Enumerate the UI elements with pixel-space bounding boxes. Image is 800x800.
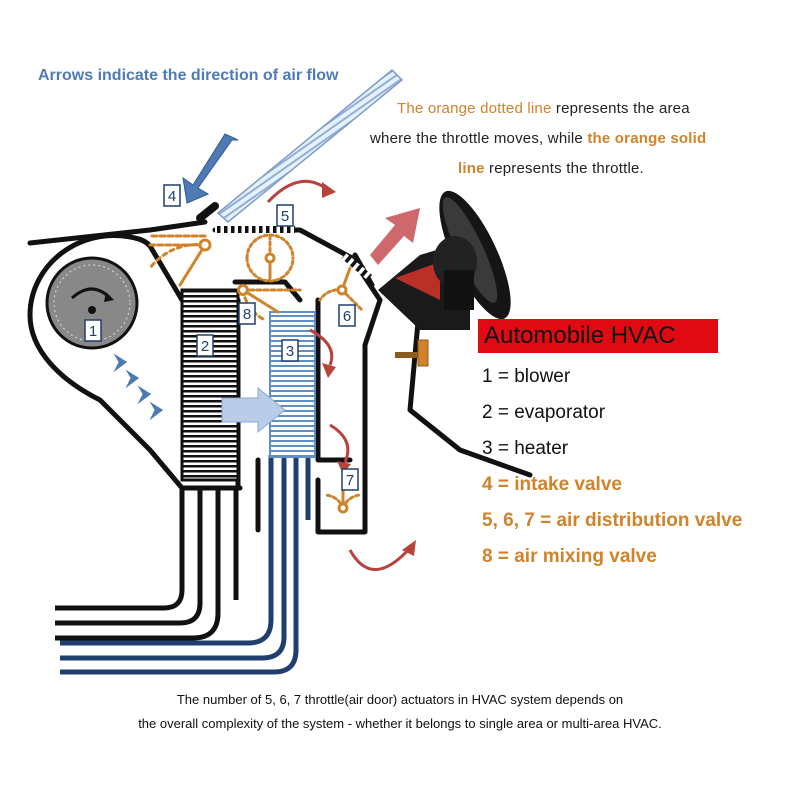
legend-item-mixing-valve: 8 = air mixing valve — [482, 546, 657, 567]
steering-wheel — [378, 190, 511, 330]
legend-item-distribution-valve: 5, 6, 7 = air distribution valve — [482, 510, 743, 531]
note-text: represents the area — [551, 100, 690, 117]
legend-item-heater: 3 = heater — [482, 438, 569, 459]
hvac-housing — [27, 219, 533, 535]
label-4: 4 — [163, 184, 181, 207]
svg-text:8: 8 — [243, 306, 251, 323]
label-1: 1 — [84, 319, 102, 342]
label-8: 8 — [238, 302, 256, 325]
orange-dotted-line-text: The orange dotted line — [397, 100, 552, 117]
note-text: represents the throttle. — [484, 160, 644, 177]
orange-line-text: line — [458, 160, 485, 177]
pedal — [395, 339, 429, 367]
svg-text:3: 3 — [286, 343, 294, 360]
blower — [45, 256, 139, 350]
legend-item-blower: 1 = blower — [482, 366, 571, 387]
svg-text:4: 4 — [168, 188, 176, 205]
svg-text:2: 2 — [201, 338, 209, 355]
evaporator — [180, 288, 240, 482]
legend-prefix: 4 = — [482, 474, 515, 495]
intake-flap — [196, 202, 219, 222]
component-labels: 1 2 3 4 5 6 7 8 — [84, 184, 359, 491]
label-5: 5 — [276, 204, 294, 227]
label-6: 6 — [338, 304, 356, 327]
throttle-doors — [148, 233, 364, 514]
airflow-arrow-fresh-air — [216, 68, 404, 223]
throttle-note-line-1: The orange dotted line represents the ar… — [397, 100, 690, 117]
legend-item-text: intake valve — [514, 474, 622, 495]
airflow-arrow-intake — [182, 133, 239, 204]
throttle-note-line-2: where the throttle moves, while the oran… — [370, 130, 706, 147]
svg-text:5: 5 — [281, 208, 289, 225]
duct-side-texture — [341, 253, 373, 281]
outlet-ducts-navy — [60, 455, 311, 675]
svg-text:6: 6 — [343, 308, 351, 325]
label-7: 7 — [341, 468, 359, 491]
caption-line-2: the overall complexity of the system - w… — [138, 716, 662, 731]
note-text: where the throttle moves, while — [370, 130, 588, 147]
legend-title: Automobile HVAC — [478, 319, 718, 353]
airflow-chevrons — [111, 351, 165, 423]
heater — [269, 311, 316, 458]
duct-top-texture — [215, 226, 295, 233]
airflow-arrow-defrost — [370, 208, 420, 265]
caption-line-1: The number of 5, 6, 7 throttle(air door)… — [176, 692, 624, 707]
label-2: 2 — [196, 334, 214, 357]
svg-text:7: 7 — [346, 472, 354, 489]
airflow-arrow-evaporator — [221, 386, 286, 434]
airflow-red-arrowheads — [322, 182, 416, 556]
arrows-note: Arrows indicate the direction of air flo… — [38, 67, 339, 84]
orange-solid-text: the orange solid — [587, 130, 707, 147]
label-3: 3 — [281, 339, 299, 362]
legend-item-evaporator: 2 = evaporator — [482, 402, 606, 423]
throttle-note-line-3: line represents the throttle. — [458, 160, 644, 177]
outlet-ducts-black — [55, 488, 239, 641]
legend-item-intake-valve: 4 = intake valve — [482, 474, 622, 496]
svg-text:1: 1 — [89, 323, 97, 340]
